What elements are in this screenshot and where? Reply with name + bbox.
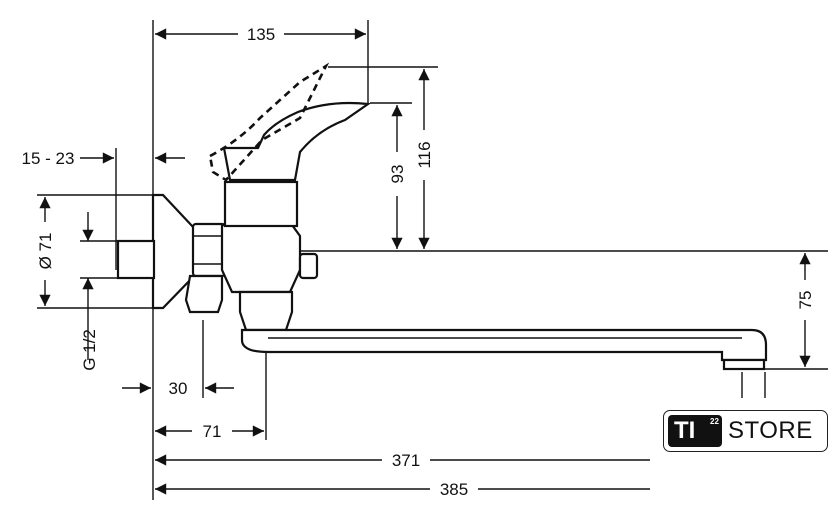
dim-text-diameter: Ø 71 [36,233,55,270]
dim-text-93: 93 [388,165,407,184]
dim-text-385: 385 [440,480,468,499]
logo-wordmark: STORE [728,417,813,444]
faucet-body [116,62,768,371]
dim-text-116: 116 [415,141,434,168]
dim-text-30: 30 [169,379,188,398]
logo-superscript: 22 [710,417,719,426]
dim-text-135: 135 [247,25,275,44]
dim-text-15-23: 15 - 23 [22,149,75,168]
dim-text-71: 71 [203,422,222,441]
dim-text-371: 371 [392,451,420,470]
dim-text-thread: G 1/2 [80,329,99,371]
dim-text-75: 75 [796,291,815,310]
